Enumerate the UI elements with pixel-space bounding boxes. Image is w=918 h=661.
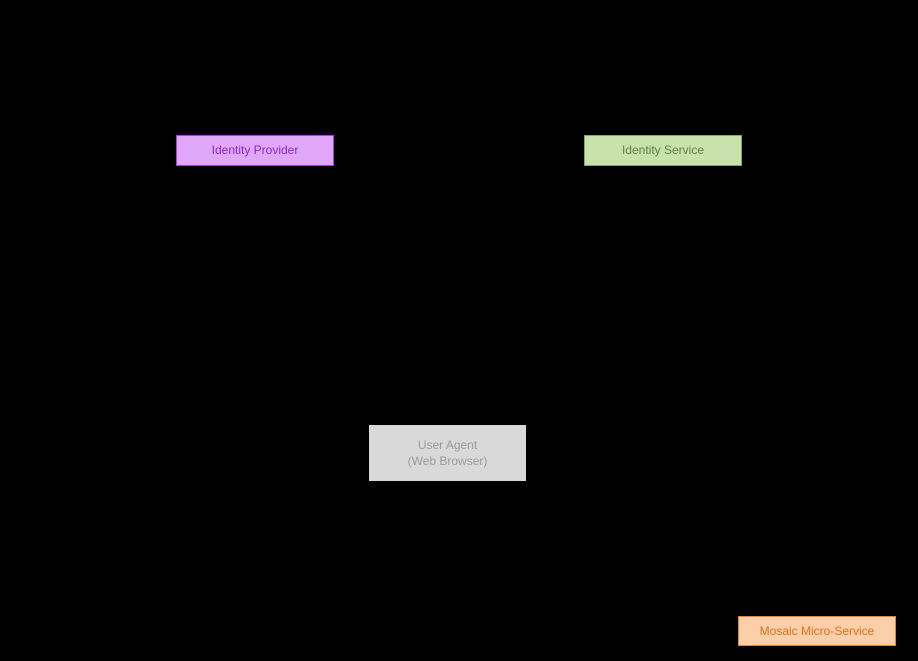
node-user-agent-label-line2: (Web Browser) bbox=[407, 454, 488, 468]
node-identity-service-label: Identity Service bbox=[621, 143, 705, 158]
node-mosaic-micro-service-label: Mosaic Micro-Service bbox=[759, 623, 875, 638]
node-user-agent: User Agent (Web Browser) bbox=[369, 425, 526, 481]
node-identity-provider-label: Identity Provider bbox=[211, 143, 299, 158]
node-identity-provider: Identity Provider bbox=[176, 135, 334, 166]
node-mosaic-micro-service: Mosaic Micro-Service bbox=[738, 616, 896, 646]
node-identity-service: Identity Service bbox=[584, 135, 742, 166]
node-user-agent-label-line1: User Agent bbox=[417, 437, 478, 452]
